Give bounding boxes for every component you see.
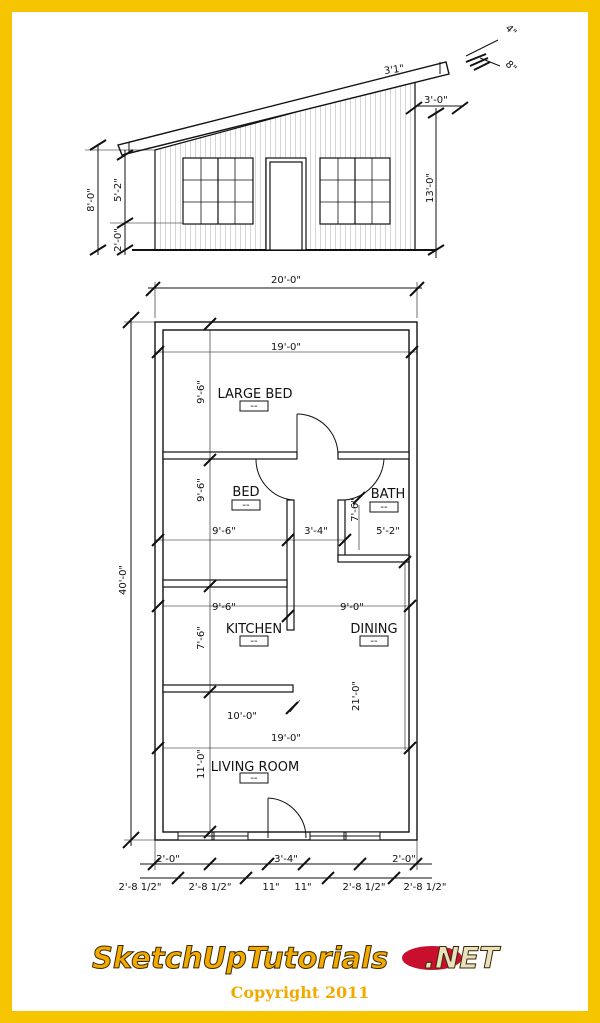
- dim-jamb-right: 11": [294, 882, 311, 893]
- plan-dim-ticks: [151, 317, 419, 839]
- dim-window-l1: 2'-8 1/2": [119, 882, 162, 893]
- dim-overall-width: 20'-0": [271, 275, 301, 286]
- logo-main-text: SketchUpTutorials: [92, 941, 388, 975]
- tag-dining: --: [370, 636, 378, 647]
- tag-bath: --: [380, 502, 388, 513]
- dim-living-width: 19'-0": [271, 733, 301, 744]
- plan-depth-dim: [122, 311, 156, 849]
- dim-window-l2: 2'-8 1/2": [189, 882, 232, 893]
- dim-window-height: 5'-2": [113, 178, 124, 202]
- elevation-left-dims: [85, 139, 183, 256]
- right-window: [319, 157, 391, 225]
- dim-dining-depth: 21'-0": [351, 681, 362, 711]
- room-kitchen: KITCHEN: [226, 622, 282, 637]
- dim-roof-pitch: 3'1": [383, 63, 404, 77]
- dim-eave: 3'-0": [424, 95, 448, 106]
- tag-bed: --: [242, 500, 250, 511]
- dim-large-bed-depth: 9'-6": [196, 380, 207, 404]
- logo-suffix-text: .NET: [424, 941, 501, 975]
- tag-kitchen: --: [250, 636, 258, 647]
- room-dining: DINING: [350, 622, 397, 637]
- room-tags: [231, 400, 399, 784]
- dim-window-r2: 2'-8 1/2": [404, 882, 447, 893]
- front-elevation: [85, 39, 501, 258]
- room-large-bed: LARGE BED: [217, 387, 292, 402]
- left-window: [182, 157, 254, 225]
- dim-hall: 3'-4": [304, 526, 328, 537]
- plan-labels: 20'-0" 40'-0" LARGE BED -- BED -- BATH -…: [118, 275, 446, 893]
- dim-sill-height: 2'-0": [113, 228, 124, 252]
- tag-large-bed: --: [250, 401, 258, 412]
- dim-jamb-left: 11": [262, 882, 279, 893]
- tag-living: --: [250, 773, 258, 784]
- dim-overall-depth: 40'-0": [118, 565, 129, 595]
- dim-overhang-b: 8": [503, 59, 519, 75]
- dim-counter: 10'-0": [227, 711, 257, 722]
- dim-right-height: 13'-0": [425, 173, 436, 203]
- dim-left-height: 8'-0": [86, 188, 97, 212]
- dim-bottom-door: 3'-4": [274, 854, 298, 865]
- room-bed: BED: [232, 485, 259, 500]
- room-living: LIVING ROOM: [211, 760, 299, 775]
- dim-bottom-left: 2'-0": [156, 854, 180, 865]
- room-bath: BATH: [371, 487, 406, 502]
- plan-width-dim: [145, 281, 425, 318]
- dim-bed-depth: 9'-6": [196, 478, 207, 502]
- dim-kitchen-width: 9'-6": [212, 602, 236, 613]
- dim-kitchen-depth: 7'-6": [196, 626, 207, 650]
- dim-living-depth: 11'-0": [196, 749, 207, 779]
- dim-window-r1: 2'-8 1/2": [343, 882, 386, 893]
- dim-bath-width: 5'-2": [376, 526, 400, 537]
- dim-overhang-a: 4": [503, 23, 519, 39]
- copyright-text: Copyright 2011: [231, 983, 370, 1002]
- floor-plan: [122, 281, 432, 885]
- bottom-windows: [177, 831, 381, 841]
- dim-bottom-right: 2'-0": [392, 854, 416, 865]
- bottom-dim-chain: [140, 840, 432, 885]
- dim-bath-depth: 7'-6": [350, 498, 361, 522]
- dim-bed-width: 9'-6": [212, 526, 236, 537]
- logo-swoosh: [402, 946, 462, 970]
- plan-dim-lines: [155, 330, 417, 832]
- dim-large-bed-width: 19'-0": [271, 342, 301, 353]
- brand-logo: SketchUpTutorials .NET: [92, 941, 502, 976]
- door-swings: [255, 413, 385, 839]
- front-door: [265, 157, 307, 251]
- elevation-roof: [117, 61, 450, 156]
- dim-dining-width: 9'-0": [340, 602, 364, 613]
- elevation-right-dims: [405, 39, 501, 258]
